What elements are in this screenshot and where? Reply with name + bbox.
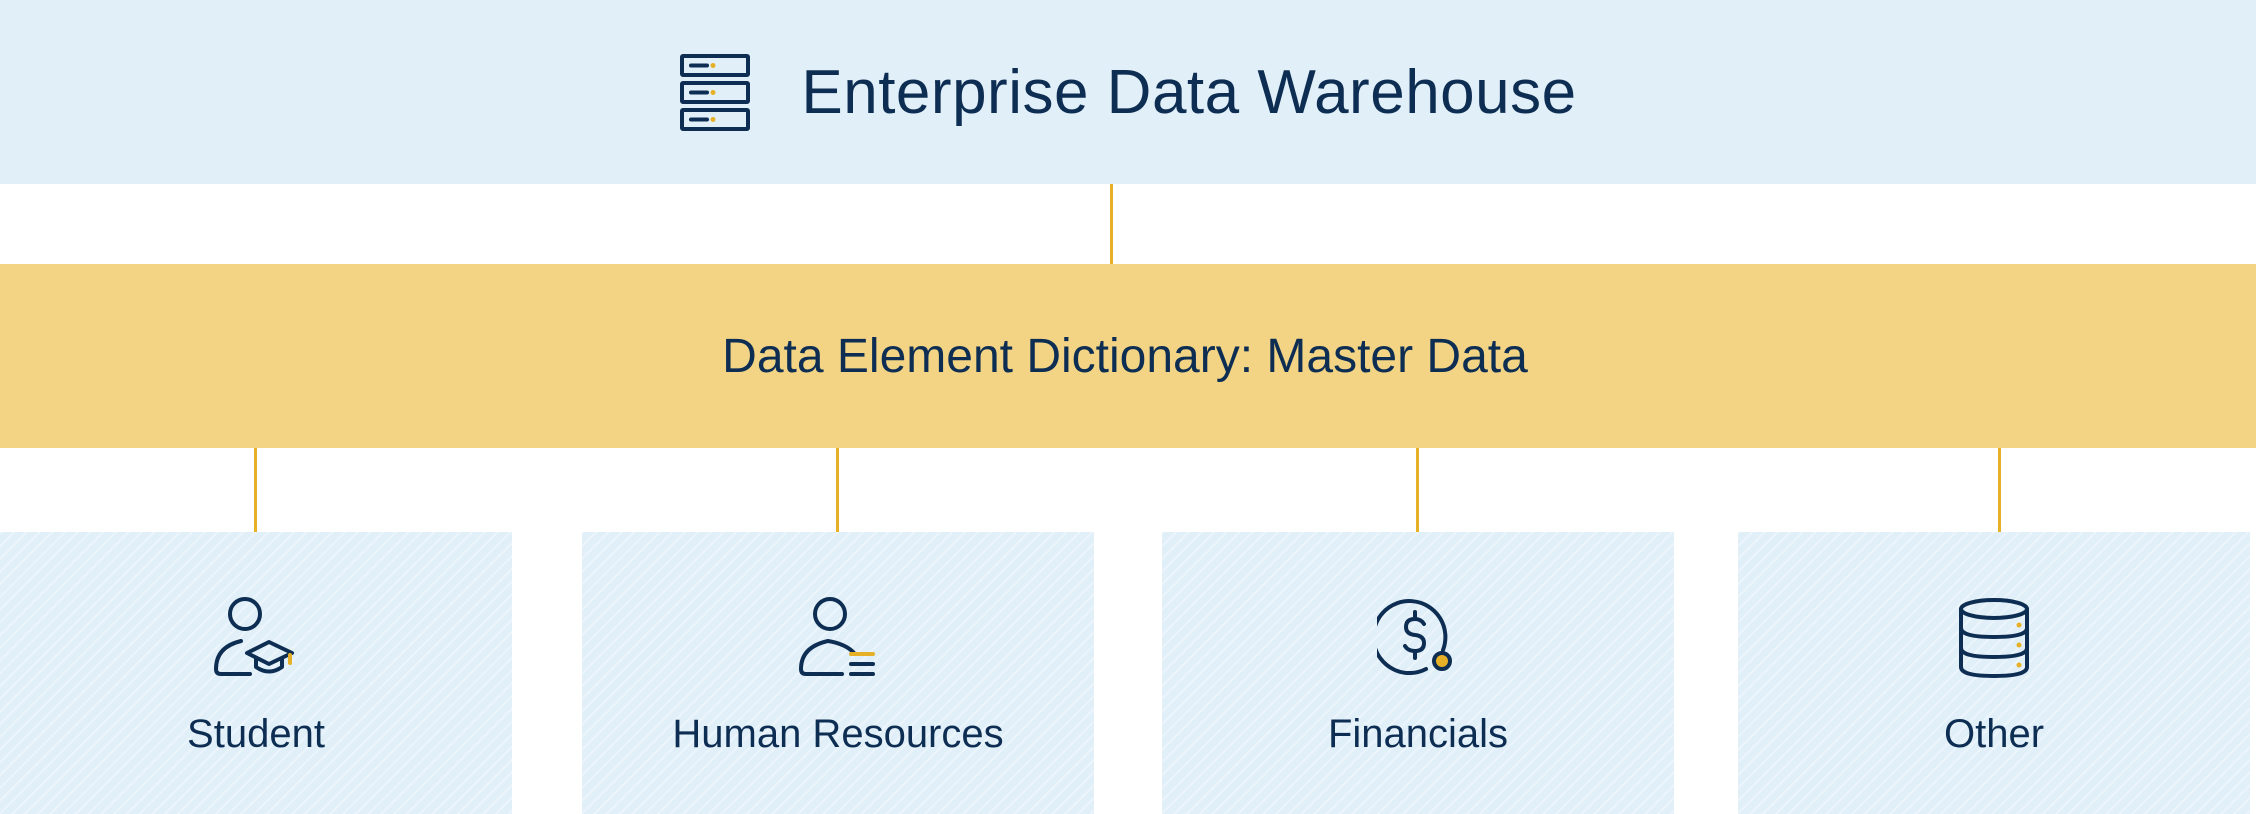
connector-financials	[1416, 448, 1419, 532]
connector-student	[254, 448, 257, 532]
warehouse-title: Enterprise Data Warehouse	[801, 57, 1577, 127]
category-card-financials[interactable]: Financials	[1162, 532, 1674, 814]
dictionary-band: Data Element Dictionary: Master Data	[0, 264, 2256, 448]
warehouse-band	[0, 0, 2256, 184]
category-card-human-resources[interactable]: Human Resources	[582, 532, 1094, 814]
connector-human-resources	[836, 448, 839, 532]
dictionary-title: Data Element Dictionary: Master Data	[722, 329, 1528, 383]
student-graduation-cap-icon	[213, 597, 299, 677]
warehouse-header: Enterprise Data Warehouse	[0, 0, 2256, 184]
category-card-other[interactable]: Other	[1738, 532, 2250, 814]
dollar-circle-icon	[1377, 597, 1459, 677]
category-card-student[interactable]: Student	[0, 532, 512, 814]
category-label-human-resources: Human Resources	[672, 712, 1004, 756]
database-icon	[1957, 597, 2031, 679]
category-label-other: Other	[1943, 712, 2045, 756]
server-icon	[679, 53, 751, 131]
connector-other	[1998, 448, 2001, 532]
category-label-financials: Financials	[1327, 712, 1509, 756]
person-list-icon	[798, 597, 878, 677]
connector-warehouse-dictionary	[1110, 184, 1113, 264]
category-label-student: Student	[187, 712, 325, 756]
